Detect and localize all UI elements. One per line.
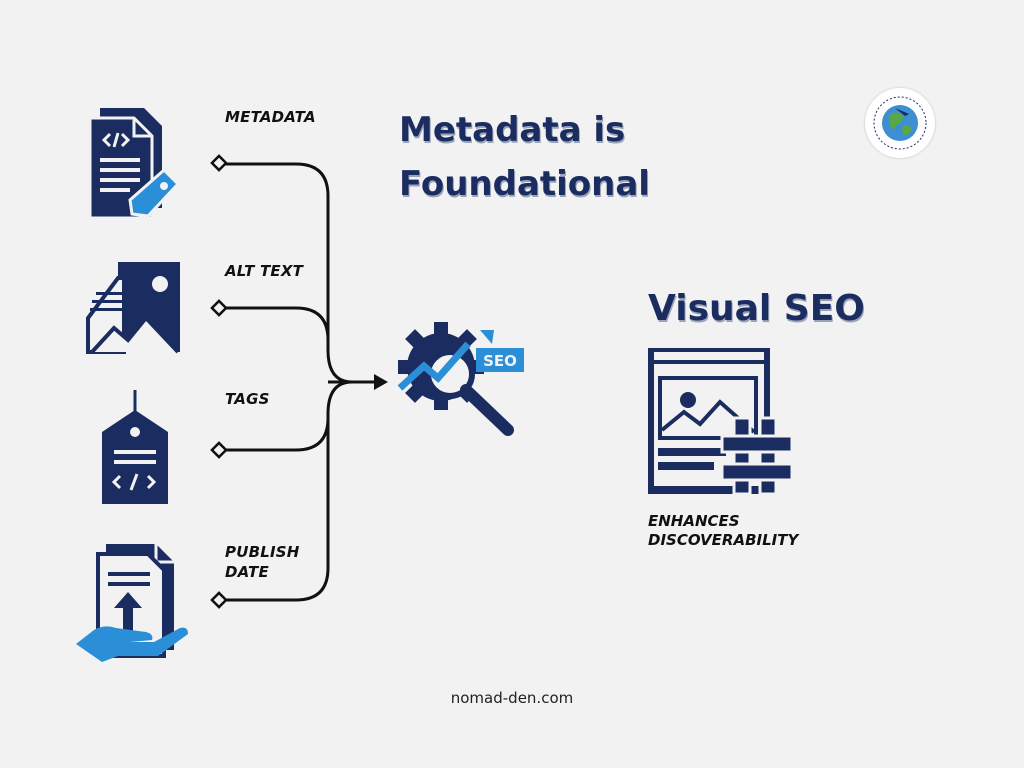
input-label-alt-text: ALT TEXT — [225, 262, 304, 280]
browser-image-hashtag-icon — [648, 348, 794, 496]
nomad-den-globe-logo — [865, 88, 935, 158]
input-label-metadata: METADATA — [225, 108, 316, 126]
title-line-2: Foundational — [399, 164, 650, 204]
publish-document-hand-icon — [76, 544, 188, 662]
input-label-publish-date: PUBLISH DATE — [225, 543, 300, 581]
code-document-tag-icon — [88, 108, 181, 220]
footer-site-url: nomad-den.com — [450, 689, 574, 707]
seo-badge-text: SEO — [483, 352, 517, 370]
seo-gear-magnifier-icon: SEO — [397, 322, 524, 436]
input-label-tags: TAGS — [225, 390, 270, 408]
outcome-benefit: ENHANCES DISCOVERABILITY — [648, 512, 799, 549]
code-tag-icon — [102, 390, 168, 504]
title-line-1: Metadata is — [399, 110, 626, 150]
outcome-heading: Visual SEO — [648, 288, 865, 329]
image-text-icon — [86, 262, 180, 354]
